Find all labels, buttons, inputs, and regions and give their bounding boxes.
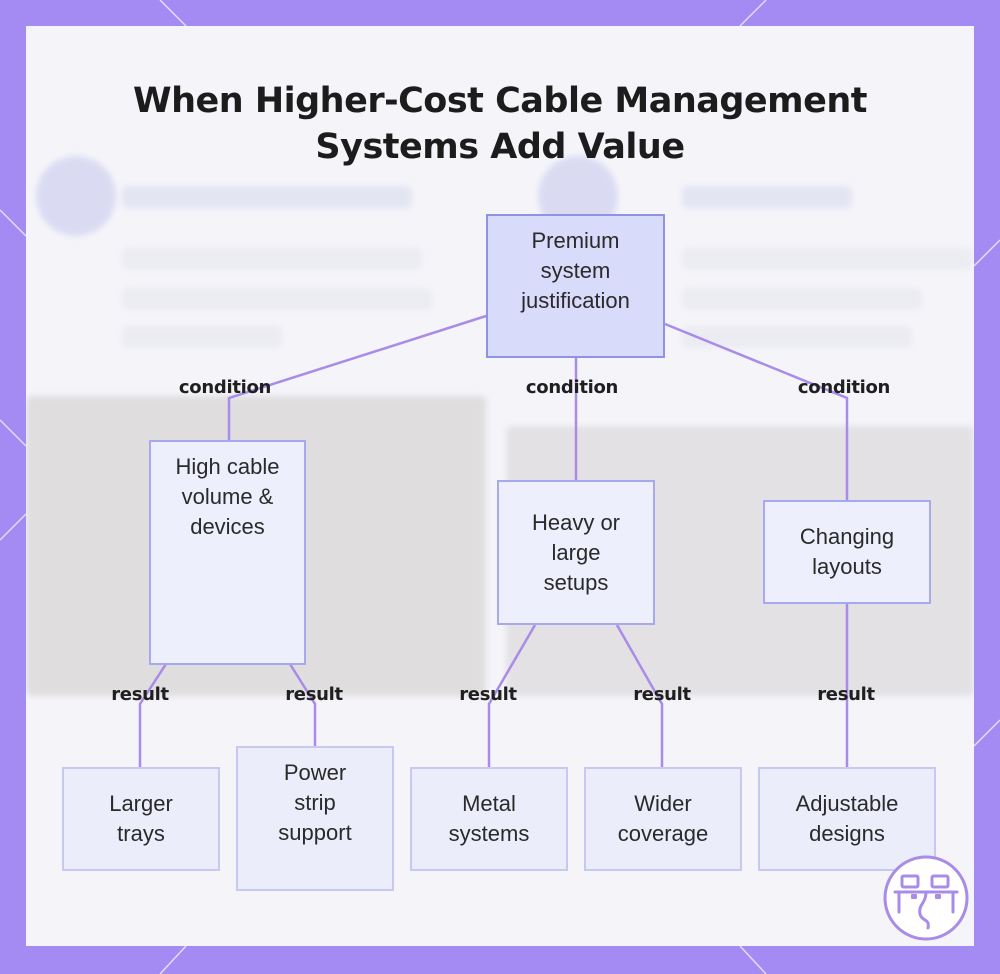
edge-heavy-wider <box>615 624 664 767</box>
node-label: Metal systems <box>448 791 530 846</box>
node-label: Wider coverage <box>617 791 709 846</box>
edge-label-condition-left: condition <box>178 377 272 398</box>
node-changing-layouts: Changing layouts <box>763 500 931 604</box>
edge-heavy-metal <box>487 624 537 767</box>
edge-high-trays <box>138 663 168 767</box>
node-label: Power strip support <box>278 760 352 845</box>
edge-label-condition-right: condition <box>797 377 891 398</box>
node-premium-system-justification: Premium system justification <box>486 214 665 358</box>
node-larger-trays: Larger trays <box>62 767 220 871</box>
edge-label-result-trays: result <box>111 684 169 705</box>
edge-label-condition-center: condition <box>525 377 619 398</box>
edge-label-result-power: result <box>285 684 343 705</box>
desk-cable-logo-icon <box>883 855 969 941</box>
edge-root-changing <box>664 322 849 500</box>
node-adjustable-designs: Adjustable designs <box>758 767 936 871</box>
edge-label-result-adjustable: result <box>817 684 875 705</box>
node-high-cable-volume: High cable volume & devices <box>149 440 306 665</box>
node-label: Changing layouts <box>799 524 895 579</box>
diagram-title: When Higher-Cost Cable Management System… <box>0 78 1000 170</box>
title-line-2: Systems Add Value <box>315 127 685 167</box>
node-label: Heavy or large setups <box>531 509 621 595</box>
edge-root-high-volume <box>227 314 487 440</box>
node-label: Premium system justification <box>521 228 630 313</box>
node-heavy-large-setups: Heavy or large setups <box>497 480 655 625</box>
node-metal-systems: Metal systems <box>410 767 568 871</box>
edge-high-power <box>288 663 317 746</box>
edge-label-result-metal: result <box>459 684 517 705</box>
title-line-1: When Higher-Cost Cable Management <box>132 81 868 121</box>
node-label: Adjustable designs <box>795 791 899 846</box>
node-wider-coverage: Wider coverage <box>584 767 742 871</box>
edge-label-result-wider: result <box>633 684 691 705</box>
node-power-strip-support: Power strip support <box>236 746 394 891</box>
node-label: High cable volume & devices <box>175 454 280 539</box>
node-label: Larger trays <box>109 791 173 846</box>
